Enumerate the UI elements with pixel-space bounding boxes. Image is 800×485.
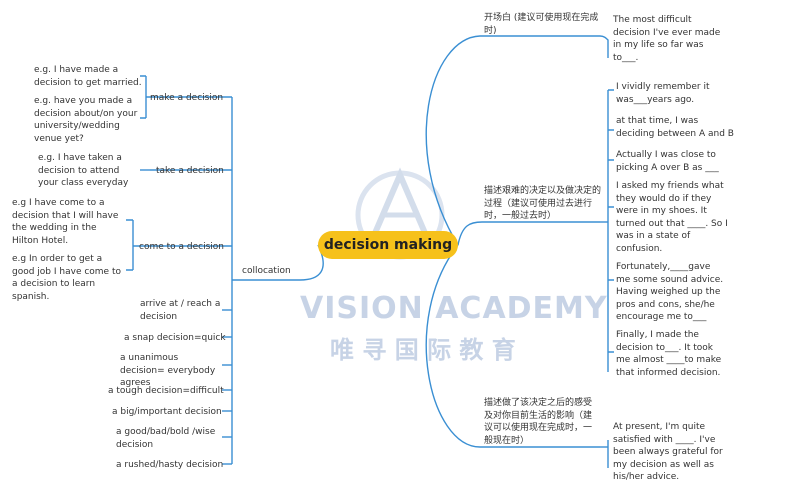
collocation-other-2[interactable]: a snap decision=quick [124, 333, 226, 343]
collocation-other-4[interactable]: a tough decision=difficult [108, 386, 224, 396]
branch-feeling-label[interactable]: 描述做了该决定之后的感受及对你目前生活的影响（建议可以使用现在完成时，一般现在时… [484, 398, 593, 446]
central-topic[interactable]: decision making [318, 231, 458, 259]
come-decision-label[interactable]: come to a decision [139, 242, 224, 252]
make-decision-label[interactable]: make a decision [150, 93, 224, 103]
come-example-1[interactable]: e.g I have come to a decision that I wil… [12, 198, 119, 246]
make-example-2[interactable]: e.g. have you made a decision about/on y… [34, 96, 138, 144]
collocation-other-6[interactable]: a good/bad/bold /wise decision [116, 427, 216, 450]
process-leaf-1[interactable]: I vividly remember it was___years ago. [616, 82, 710, 105]
take-decision-label[interactable]: take a decision [156, 166, 224, 176]
collocation-other-5[interactable]: a big/important decision [112, 407, 222, 417]
branch-line-process [457, 221, 600, 246]
opening-leaf[interactable]: The most difficult decision I've ever ma… [613, 15, 721, 63]
feeling-leaf[interactable]: At present, I'm quite satisfied with ___… [613, 422, 723, 482]
branch-line-feeling [425, 244, 600, 448]
collocation-other-1[interactable]: arrive at / reach a decision [140, 299, 221, 322]
make-example-1[interactable]: e.g. I have made a decision to get marri… [34, 65, 142, 88]
watermark-brand: VISION ACADEMY [300, 291, 608, 326]
collocation-label[interactable]: collocation [242, 266, 291, 276]
come-example-2[interactable]: e.g In order to get a good job I have co… [12, 254, 121, 302]
collocation-other-3[interactable]: a unanimous decision= everybody agrees [120, 353, 216, 388]
branch-process-label[interactable]: 描述艰难的决定以及做决定的过程（建议可使用过去进行时，一般过去时） [484, 186, 602, 221]
process-leaf-2[interactable]: at that time, I was deciding between A a… [616, 116, 734, 139]
branch-opening-label[interactable]: 开场白 (建议可使用现在完成时) [484, 13, 599, 36]
collocation-other-7[interactable]: a rushed/hasty decision [116, 460, 224, 470]
watermark-chinese: 唯 寻 国 际 教 育 [330, 336, 516, 364]
take-example-1[interactable]: e.g. I have taken a decision to attend y… [38, 153, 129, 188]
process-leaf-6[interactable]: Finally, I made the decision to___. It t… [616, 330, 722, 378]
process-leaf-4[interactable]: I asked my friends what they would do if… [616, 181, 728, 254]
process-leaf-3[interactable]: Actually I was close to picking A over B… [616, 150, 719, 173]
branch-line-opening [425, 35, 600, 246]
process-leaf-5[interactable]: Fortunately,____gave me some sound advic… [616, 262, 724, 322]
